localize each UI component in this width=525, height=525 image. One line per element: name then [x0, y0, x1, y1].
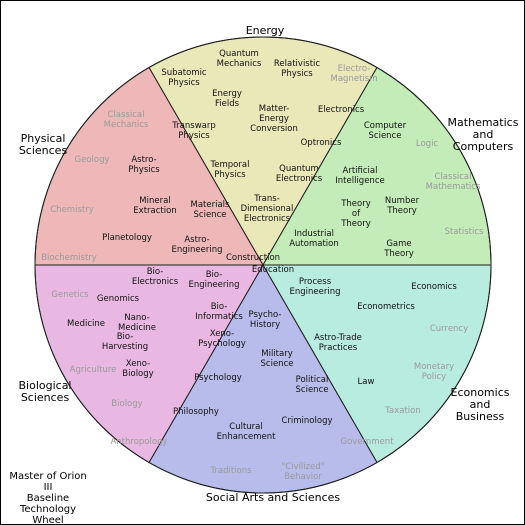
tech-chemistry: Chemistry — [50, 205, 93, 215]
tech-astro-engineering: Astro-Engineering — [172, 235, 223, 255]
tech-law: Law — [358, 377, 375, 387]
tech-medicine: Medicine — [67, 319, 105, 329]
tech-nano-medicine: Nano-Medicine — [118, 313, 156, 333]
category-social-arts-and-sciences: Social Arts and Sciences — [206, 491, 341, 504]
tech-anthropology: Anthropology — [110, 437, 167, 447]
wheel-outline — [34, 36, 492, 494]
tech-bio-engineering: Bio-Engineering — [189, 270, 240, 290]
tech-agriculture: Agriculture — [70, 365, 117, 375]
tech-biology: Biology — [111, 399, 142, 409]
hub-label-education: Education — [252, 265, 294, 275]
tech-philosophy: Philosophy — [173, 407, 219, 417]
tech-biochemistry: Biochemistry — [41, 253, 97, 263]
tech-construction: Construction — [226, 253, 280, 263]
tech-genomics: Genomics — [97, 294, 140, 304]
tech-taxation: Taxation — [384, 406, 421, 416]
tech-xeno-psychology: Xeno-Psychology — [198, 329, 246, 349]
tech-electronics: Electronics — [318, 105, 365, 115]
tech-astro-physics: Astro-Physics — [128, 155, 160, 175]
tech-econometrics: Econometrics — [357, 302, 415, 312]
tech-xeno-biology: Xeno-Biology — [122, 359, 153, 379]
tech-genetics: Genetics — [51, 290, 89, 300]
tech-statistics: Statistics — [445, 227, 484, 237]
tech-psycho-history: Psycho-History — [249, 310, 282, 330]
tech-civilized-behavior: "Civilized"Behavior — [281, 462, 324, 482]
tech-bio-informatics: Bio-Informatics — [195, 302, 243, 322]
tech-planetology: Planetology — [102, 233, 152, 243]
tech-optronics: Optronics — [301, 138, 342, 148]
tech-government: Government — [340, 437, 394, 447]
tech-traditions: Traditions — [209, 466, 252, 476]
tech-geology: Geology — [74, 155, 109, 165]
tech-electro-magnetism: Electro-Magnetism — [331, 64, 378, 84]
tech-criminology: Criminology — [281, 416, 332, 426]
tech-bio-electronics: Bio-Electronics — [132, 267, 179, 287]
sector-wedges — [34, 36, 492, 494]
mockup-caption: Master of Orion III Baseline Technology … — [9, 471, 87, 525]
tech-currency: Currency — [430, 324, 468, 334]
tech-bio-harvesting: Bio-Harvesting — [102, 332, 148, 352]
tech-economics: Economics — [411, 282, 457, 292]
category-energy: Energy — [246, 24, 285, 37]
tech-logic: Logic — [416, 139, 439, 149]
tech-psychology: Psychology — [194, 373, 242, 383]
